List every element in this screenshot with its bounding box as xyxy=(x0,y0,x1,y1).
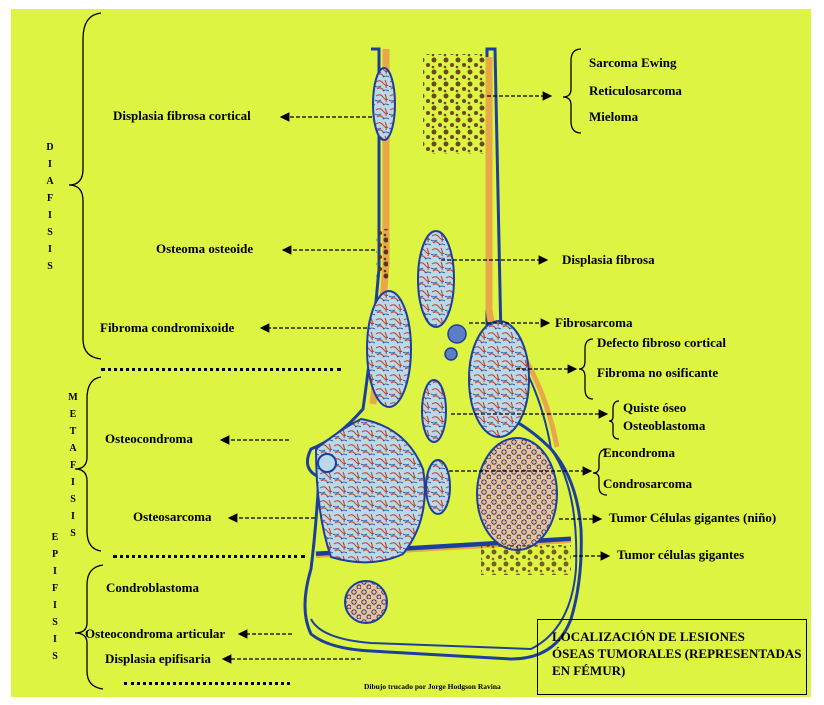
lesion-quiste-oseo xyxy=(422,380,446,442)
lesion-condrosarcoma xyxy=(477,438,557,550)
label-defecto-fibroso-cortical: Defecto fibroso cortical xyxy=(597,335,726,351)
label-fibroma-no-osificante: Fibroma no osificante xyxy=(597,365,718,381)
lesion-encondroma xyxy=(426,460,450,514)
lesion-fibroma-condromixoide xyxy=(367,291,411,407)
lesion-displasia-fibrosa xyxy=(418,231,454,327)
lesion-displasia-fibrosa-cortical xyxy=(373,68,395,140)
label-fibroma-condromixoide: Fibroma condromixoide xyxy=(100,320,234,336)
label-quiste-oseo: Quiste óseo xyxy=(623,400,686,416)
lesion-osteocondroma xyxy=(318,454,336,472)
label-displasia-epifisaria: Displasia epifisaria xyxy=(105,651,211,667)
label-osteocondroma: Osteocondroma xyxy=(105,431,193,447)
label-condroblastoma: Condroblastoma xyxy=(106,580,199,596)
label-fibrosarcoma: Fibrosarcoma xyxy=(555,315,633,331)
label-displasia-fibrosa-cortical: Displasia fibrosa cortical xyxy=(113,108,251,124)
lesion-osteosarcoma xyxy=(316,419,425,562)
label-osteoblastoma: Osteoblastoma xyxy=(623,418,705,434)
label-reticulosarcoma: Reticulosarcoma xyxy=(589,83,682,99)
lesion-fibrosarcoma xyxy=(448,325,466,343)
separator-metafisis-epifisis xyxy=(113,555,305,558)
credit-text: Dibujo trucado por Jorge Hodgson Ravina xyxy=(364,682,501,691)
title-line-3: EN FÉMUR) xyxy=(552,662,625,679)
label-mieloma: Mieloma xyxy=(589,109,638,125)
label-condrosarcoma: Condrosarcoma xyxy=(603,476,692,492)
label-displasia-fibrosa: Displasia fibrosa xyxy=(562,252,655,268)
label-osteosarcoma: Osteosarcoma xyxy=(133,509,211,525)
lesion-osteoma-osteoide xyxy=(376,229,388,279)
label-tumor-celulas-gigantes: Tumor células gigantes xyxy=(617,547,744,563)
label-encondroma: Encondroma xyxy=(603,445,675,461)
brace-diafisis xyxy=(69,13,101,359)
label-sarcoma-ewing: Sarcoma Ewing xyxy=(589,55,677,71)
label-osteoma-osteoide: Osteoma osteoide xyxy=(156,241,253,257)
label-osteocondroma-articular: Osteocondroma articular xyxy=(85,626,225,642)
label-tumor-celulas-gigantes-nino: Tumor Células gigantes (niño) xyxy=(609,510,776,526)
separator-diafisis-metafisis xyxy=(101,368,341,371)
lesion-tumor-celulas-gigantes xyxy=(481,545,571,575)
separator-bottom xyxy=(124,682,290,685)
lesion-condroblastoma xyxy=(345,581,387,623)
title-box: LOCALIZACIÓN DE LESIONES ÓSEAS TUMORALES… xyxy=(537,619,807,695)
title-line-1: LOCALIZACIÓN DE LESIONES xyxy=(552,628,745,645)
lesion-sarcoma-ewing xyxy=(423,54,485,154)
title-line-2: ÓSEAS TUMORALES (REPRESENTADAS xyxy=(552,645,801,662)
lesion-defecto-fibroso-cortical xyxy=(469,321,529,437)
